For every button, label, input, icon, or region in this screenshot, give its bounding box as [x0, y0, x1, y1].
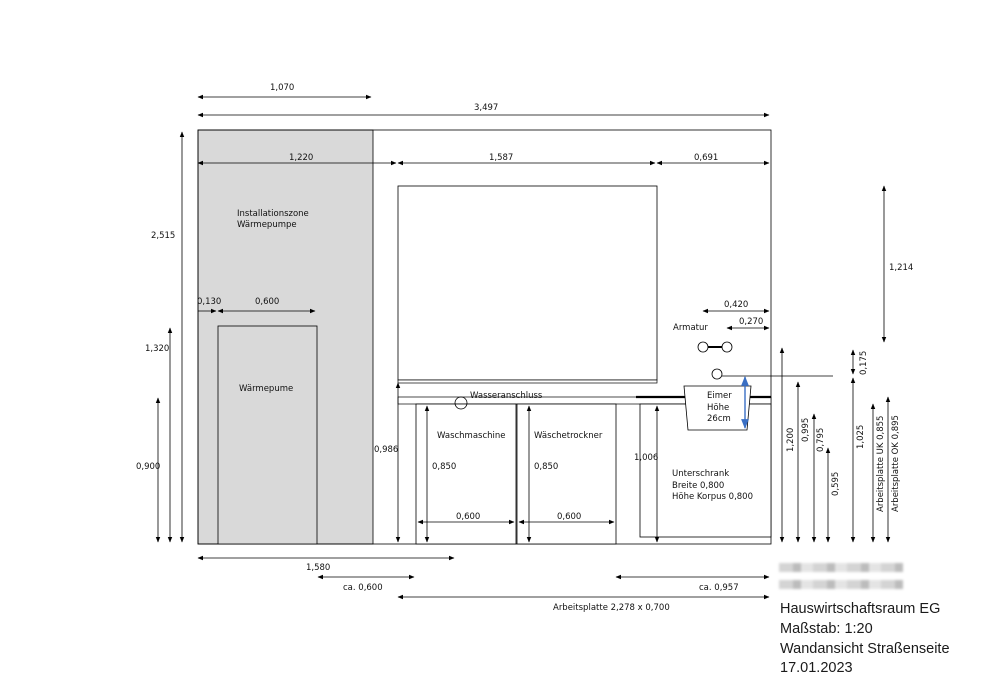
- redacted-area: [779, 580, 903, 589]
- title-view: Wandansicht Straßenseite: [780, 641, 950, 657]
- dim-pump-offset: 0,130: [197, 297, 221, 307]
- title-scale: Maßstab: 1:20: [780, 621, 873, 637]
- dim-faucet-270: 0,270: [739, 317, 763, 327]
- dim-0995: 0,995: [801, 418, 811, 442]
- dim-wm-height: 0,850: [432, 462, 456, 472]
- faucet-label: Armatur: [673, 323, 708, 333]
- installation-zone-label-2: Wärmepumpe: [237, 220, 297, 230]
- dim-upper-1214: 1,214: [889, 263, 913, 273]
- base-cabinet-label-3: Höhe Korpus 0,800: [672, 492, 753, 502]
- dim-worktop-height-left: 0,986: [374, 445, 398, 455]
- title-date: 17.01.2023: [780, 660, 853, 676]
- dimension-lines: [155, 94, 891, 600]
- dim-pump-height: 1,320: [145, 344, 169, 354]
- dim-worktop-size: Arbeitsplatte 2,278 x 0,700: [553, 603, 670, 613]
- title-room: Hauswirtschaftsraum EG: [780, 601, 941, 617]
- bucket-label-3: 26cm: [707, 414, 731, 424]
- water-connection-icon: [454, 396, 468, 410]
- faucet-icon: [697, 341, 833, 380]
- dim-dryer-width: 0,600: [557, 512, 581, 522]
- window-sill: [397, 379, 658, 384]
- dim-bottom-ca0600: ca. 0,600: [343, 583, 383, 593]
- dim-faucet-420: 0,420: [724, 300, 748, 310]
- dim-wall-height: 2,515: [151, 231, 175, 241]
- base-cabinet-label-2: Breite 0,800: [672, 481, 724, 491]
- redacted-area: [779, 563, 903, 572]
- dim-zone-width: 1,220: [289, 153, 313, 163]
- washing-machine-label: Waschmaschine: [437, 431, 506, 441]
- dim-top-1070: 1,070: [270, 83, 294, 93]
- dim-bottom-ca0957: ca. 0,957: [699, 583, 739, 593]
- water-connection-label: Wasseranschluss: [470, 391, 543, 401]
- dim-window-width: 1,587: [489, 153, 513, 163]
- installation-zone-label-1: Installationszone: [237, 209, 309, 219]
- dim-worktop-uk: Arbeitsplatte UK 0,855: [876, 416, 886, 512]
- dim-wm-width: 0,600: [456, 512, 480, 522]
- heat-pump: [217, 325, 318, 545]
- dim-0900: 0,900: [136, 462, 160, 472]
- dim-dryer-height: 0,850: [534, 462, 558, 472]
- dim-1025: 1,025: [856, 425, 866, 449]
- dim-worktop-ok: Arbeitsplatte OK 0,895: [891, 415, 901, 512]
- base-cabinet-label-1: Unterschrank: [672, 469, 729, 479]
- dim-pump-width: 0,600: [255, 297, 279, 307]
- dryer: [516, 403, 617, 545]
- dim-total-width: 3,497: [474, 103, 498, 113]
- bucket-label-1: Eimer: [707, 391, 732, 401]
- window: [397, 185, 658, 381]
- dim-right-width: 0,691: [694, 153, 718, 163]
- dim-0175: 0,175: [859, 351, 869, 375]
- dim-1200: 1,200: [786, 428, 796, 452]
- dim-cabinet-height: 1,006: [634, 453, 658, 463]
- bucket-label-2: Höhe: [707, 403, 729, 413]
- heat-pump-label: Wärmepume: [239, 384, 293, 394]
- dim-0795: 0,795: [816, 428, 826, 452]
- washing-machine: [415, 403, 517, 545]
- dryer-label: Wäschetrockner: [534, 431, 603, 441]
- dim-0595: 0,595: [831, 472, 841, 496]
- dim-bottom-1580: 1,580: [306, 563, 330, 573]
- bucket: [683, 385, 752, 431]
